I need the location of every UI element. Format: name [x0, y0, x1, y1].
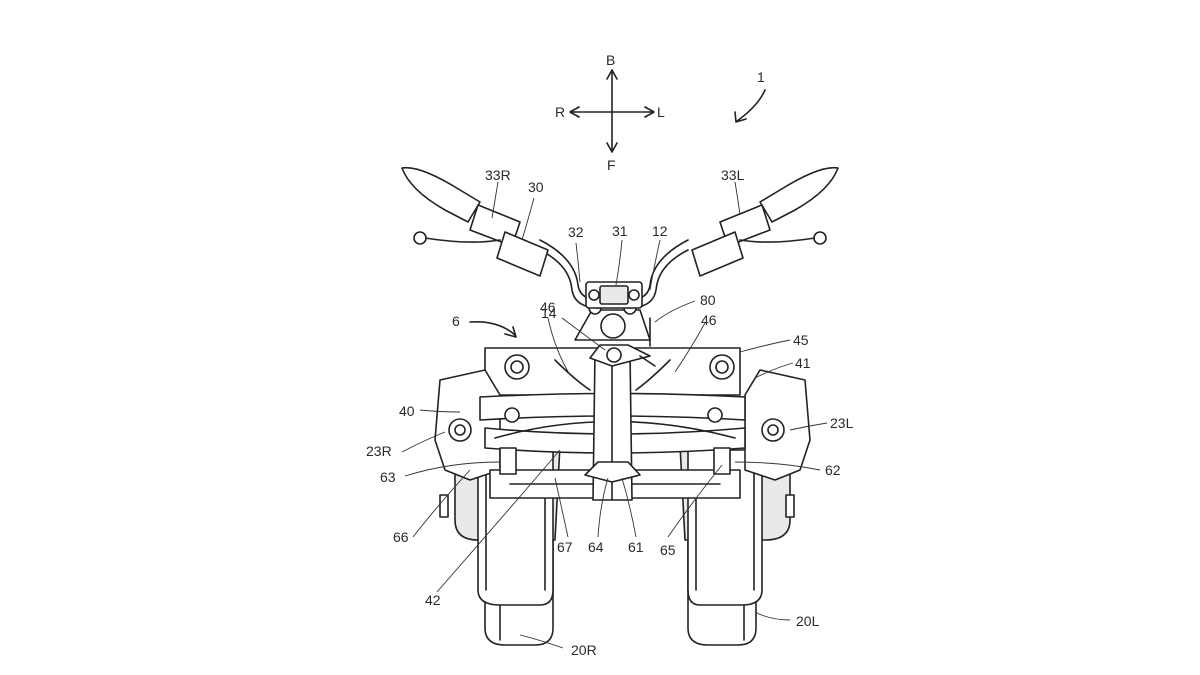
vehicle-reference: 1: [734, 69, 766, 123]
direction-compass: B F R L: [555, 52, 665, 173]
label-arm-right: 66: [393, 529, 409, 545]
label-resistor-left: 62: [825, 462, 841, 478]
label-bracket-left-top: 46: [701, 312, 717, 328]
label-arm-left: 65: [660, 542, 676, 558]
compass-up-label: B: [606, 52, 615, 68]
label-link-mechanism: 6: [452, 313, 460, 329]
label-handle-post: 31: [612, 223, 628, 239]
label-arm-center: 64: [588, 539, 604, 555]
label-handle-clamp: 32: [568, 224, 584, 240]
label-arm-center-right: 67: [557, 539, 573, 555]
link-mechanism: [434, 347, 811, 518]
compass-left-label: R: [555, 104, 565, 120]
label-side-member-right: 40: [399, 403, 415, 419]
link-mechanism-arrow: [469, 320, 517, 338]
label-lower-cross-member: 42: [425, 592, 441, 608]
label-pivot-center: 61: [628, 539, 644, 555]
label-resistor-right: 63: [380, 469, 396, 485]
label-steering-shaft: 12: [652, 223, 668, 239]
label-wheel-left: 20L: [796, 613, 820, 629]
label-vehicle: 1: [757, 69, 765, 85]
label-grip-left: 33L: [721, 167, 745, 183]
label-support-left: 45: [793, 332, 809, 348]
label-handlebar: 30: [528, 179, 544, 195]
label-head-tube: 14: [541, 305, 557, 321]
label-side-member-left: 41: [795, 355, 811, 371]
label-bracket-right-top: 46: [540, 299, 556, 315]
reference-numerals: 33R 30 32 31 12 33L 80 6 46 14 46 45 41 …: [366, 167, 854, 658]
label-cover-right: 23R: [366, 443, 392, 459]
leader-lines: [401, 181, 828, 649]
label-wheel-right: 20R: [571, 642, 597, 658]
handlebar: [401, 166, 839, 309]
steering-head: [574, 301, 656, 367]
label-cover-left: 23L: [830, 415, 854, 431]
label-sensor: 80: [700, 292, 716, 308]
label-grip-right: 33R: [485, 167, 511, 183]
compass-right-label: L: [657, 104, 665, 120]
compass-down-label: F: [607, 157, 616, 173]
